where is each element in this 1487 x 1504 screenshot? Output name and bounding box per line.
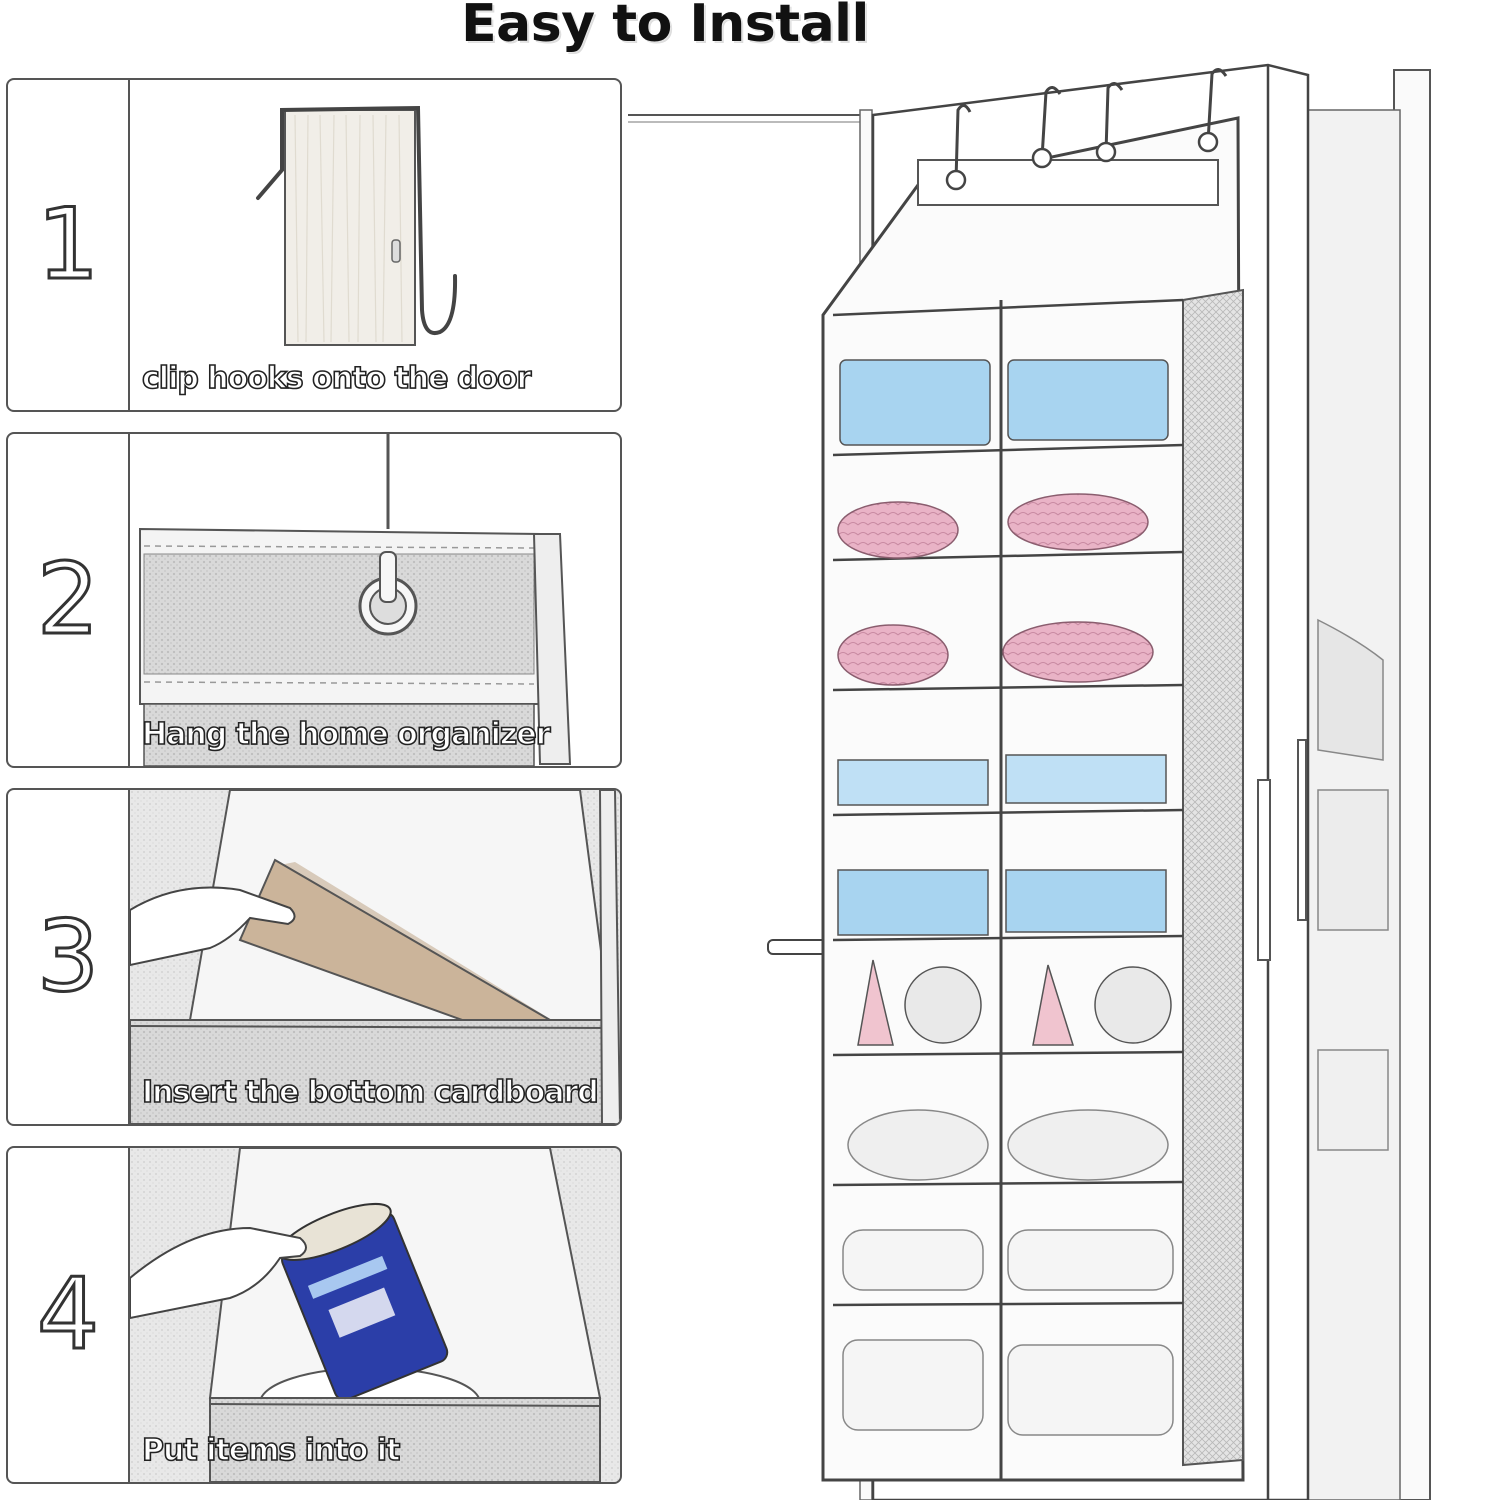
step-3-panel: 3 Insert the bottom cardboard (6, 788, 622, 1126)
step-2-panel: 2 Hang the home organizer (6, 432, 622, 768)
page-title: Easy to Install (461, 0, 869, 54)
cardboard-insert-icon (130, 790, 620, 1124)
step-1-number: 1 (8, 80, 130, 410)
door-hook-icon (256, 105, 458, 346)
step-4-panel: 4 Put items into it (6, 1146, 622, 1484)
step-3-illustration: Insert the bottom cardboard (130, 790, 620, 1124)
step-1-caption: clip hooks onto the door (141, 360, 532, 397)
step-1-panel: 1 clip hooks onto the door (6, 78, 622, 412)
step-3-caption: Insert the bottom cardboard (141, 1074, 599, 1111)
step-3-number: 3 (8, 790, 130, 1124)
step-1-illustration: clip hooks onto the door (130, 80, 620, 410)
organizer-hang-icon (139, 434, 572, 766)
step-2-number: 2 (8, 434, 130, 766)
step-4-number: 4 (8, 1148, 130, 1482)
step-4-caption: Put items into it (141, 1432, 401, 1469)
step-2-caption: Hang the home organizer (141, 716, 551, 753)
step-2-illustration: Hang the home organizer (130, 434, 620, 766)
organizer-items (837, 359, 1174, 1436)
step-4-illustration: Put items into it (130, 1148, 620, 1482)
put-items-icon (130, 1148, 620, 1482)
door-organizer-illustration (628, 60, 1487, 1504)
